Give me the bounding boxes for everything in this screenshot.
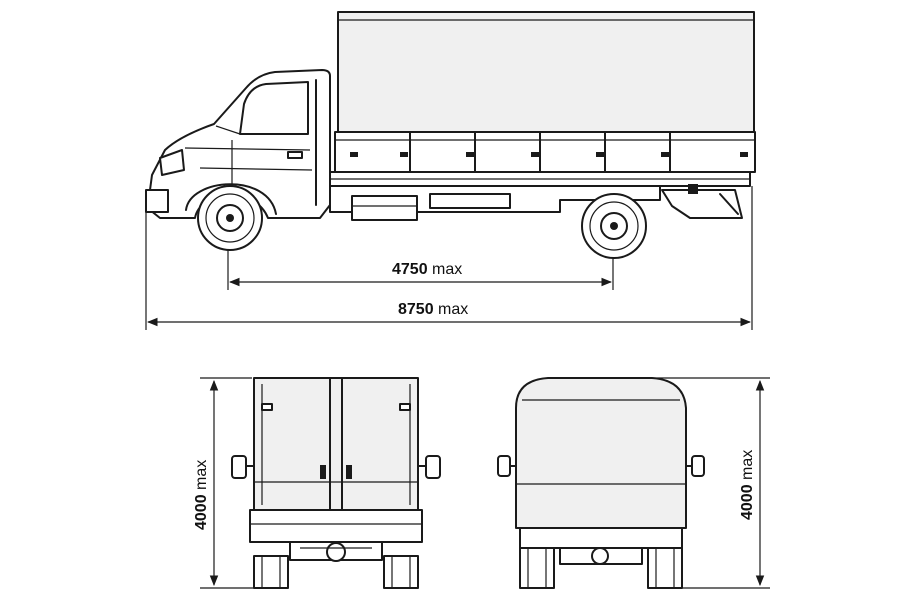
front-view: 4000 max	[497, 377, 770, 589]
rear-view: 4000 max	[193, 377, 441, 589]
rear-height-dimension: 4000 max	[193, 377, 258, 589]
front-height-dimension: 4000 max	[640, 377, 770, 589]
rear-wheel	[581, 193, 647, 259]
front-height-value: 4000	[739, 484, 756, 520]
chassis-frame	[329, 171, 751, 221]
rear-height-label: 4000 max	[193, 460, 210, 530]
rear-height-unit: max	[193, 460, 210, 490]
wheelbase-label: 4750 max	[392, 261, 462, 278]
rear-height-value: 4000	[193, 494, 210, 530]
overall-length-value: 8750	[398, 301, 434, 318]
wheelbase-dimension: 4750 max	[228, 261, 613, 287]
wheelbase-unit: max	[432, 261, 462, 278]
cab	[145, 69, 331, 219]
front-height-label: 4000 max	[739, 450, 756, 520]
wheelbase-value: 4750	[392, 261, 428, 278]
front-height-unit: max	[739, 450, 756, 480]
front-wheel	[197, 185, 263, 251]
overall-length-unit: max	[438, 301, 468, 318]
overall-length-label: 8750 max	[398, 301, 468, 318]
canopy	[337, 11, 755, 136]
side-view: 4750 max 8750 max	[145, 11, 756, 330]
cargo-side-board	[334, 131, 756, 173]
overall-length-dimension: 8750 max	[146, 301, 752, 327]
